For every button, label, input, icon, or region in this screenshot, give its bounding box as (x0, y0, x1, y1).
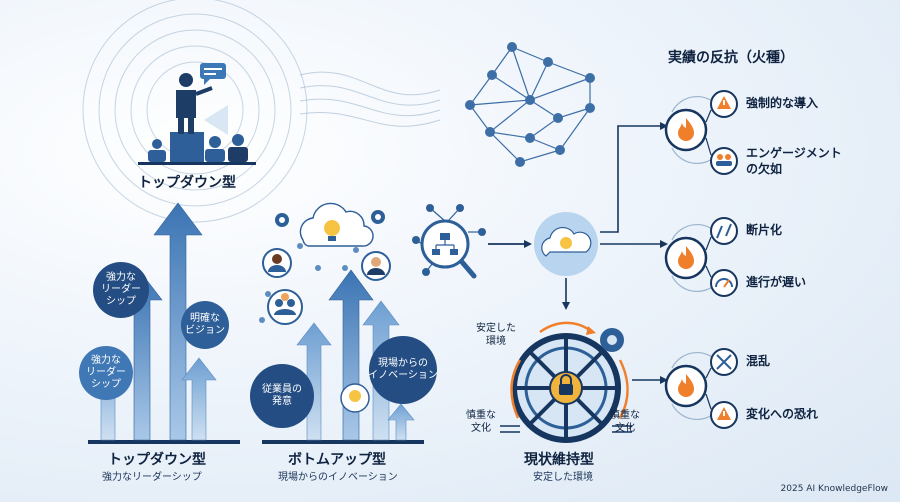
item-icon-circles (710, 90, 738, 429)
gear-icon (600, 328, 624, 352)
footer-credit: 2025 AI KnowledgeFlow (780, 484, 888, 494)
cross-arrows-icon (716, 354, 732, 370)
status-quo-subtitle: 安定した環境 (533, 472, 593, 483)
reaction-item-fear-of-change: 変化への恐れ (746, 407, 819, 421)
bottomup-subtitle: 現場からのイノベーション (278, 472, 398, 483)
bubble-grassroots-innovation-label: 現場からのイノベーション (368, 358, 438, 381)
reaction-item-fragmentation: 断片化 (746, 223, 783, 237)
label-cautious-culture-right: 慎重な文化 (610, 410, 640, 434)
bubble-employee-initiative (250, 364, 314, 428)
dot-connections (259, 243, 359, 323)
idea-cloud (299, 202, 374, 247)
reaction-item-confusion: 混乱 (746, 354, 771, 368)
bubble-strong-leadership-2-label: 強力なリーダーシップ (86, 355, 126, 390)
broken-icon (716, 223, 732, 239)
presenter-figure (170, 63, 228, 162)
flow-lines (299, 71, 441, 127)
top-left-title: トップダウン型 (138, 175, 236, 191)
reaction-item-forced-adoption: 強制的な導入 (746, 96, 819, 110)
people-icon (716, 154, 732, 166)
topdown-subtitle: 強力なリーダーシップ (102, 472, 202, 483)
label-cautious-culture-left: 慎重な文化 (466, 410, 496, 434)
gauge-icon (715, 278, 733, 288)
audience (148, 134, 248, 162)
bottomup-title: ボトムアップ型 (288, 452, 386, 468)
bubble-clear-vision (181, 301, 229, 349)
flame-circle-2 (664, 236, 708, 280)
bubble-clear-vision-label: 明確なビジョン (185, 313, 225, 336)
warning-icon-2 (717, 407, 731, 420)
wheel-base-lines (500, 425, 632, 433)
flame-circle-1 (664, 108, 708, 152)
flame-circle-3 (664, 364, 708, 408)
small-gear-icons (275, 210, 385, 227)
status-quo-title: 現状維持型 (524, 452, 594, 468)
bubble-strong-leadership-1-label: 強力なリーダーシップ (101, 272, 141, 307)
network-nodes (465, 42, 595, 167)
branch-lines (565, 125, 660, 381)
bubble-strong-leadership-1 (93, 262, 149, 318)
reaction-title: 実績の反抗（火種） (668, 50, 794, 66)
label-stable-environment: 安定した環境 (476, 323, 516, 347)
curved-arrow-icon (539, 321, 593, 334)
reaction-item-lack-of-engagement: エンゲージメントの欠如 (746, 146, 842, 176)
ship-wheel (511, 333, 621, 443)
bubble-employee-initiative-label: 従業員の発意 (262, 384, 302, 407)
bubble-strong-leadership-2 (79, 346, 133, 400)
bubble-grassroots-innovation (369, 336, 437, 404)
reaction-item-slow-progress: 進行が遅い (746, 275, 807, 289)
stage-line (138, 162, 256, 165)
person-avatars (262, 248, 391, 325)
warning-icon (717, 96, 731, 109)
topdown-title: トップダウン型 (108, 452, 206, 468)
